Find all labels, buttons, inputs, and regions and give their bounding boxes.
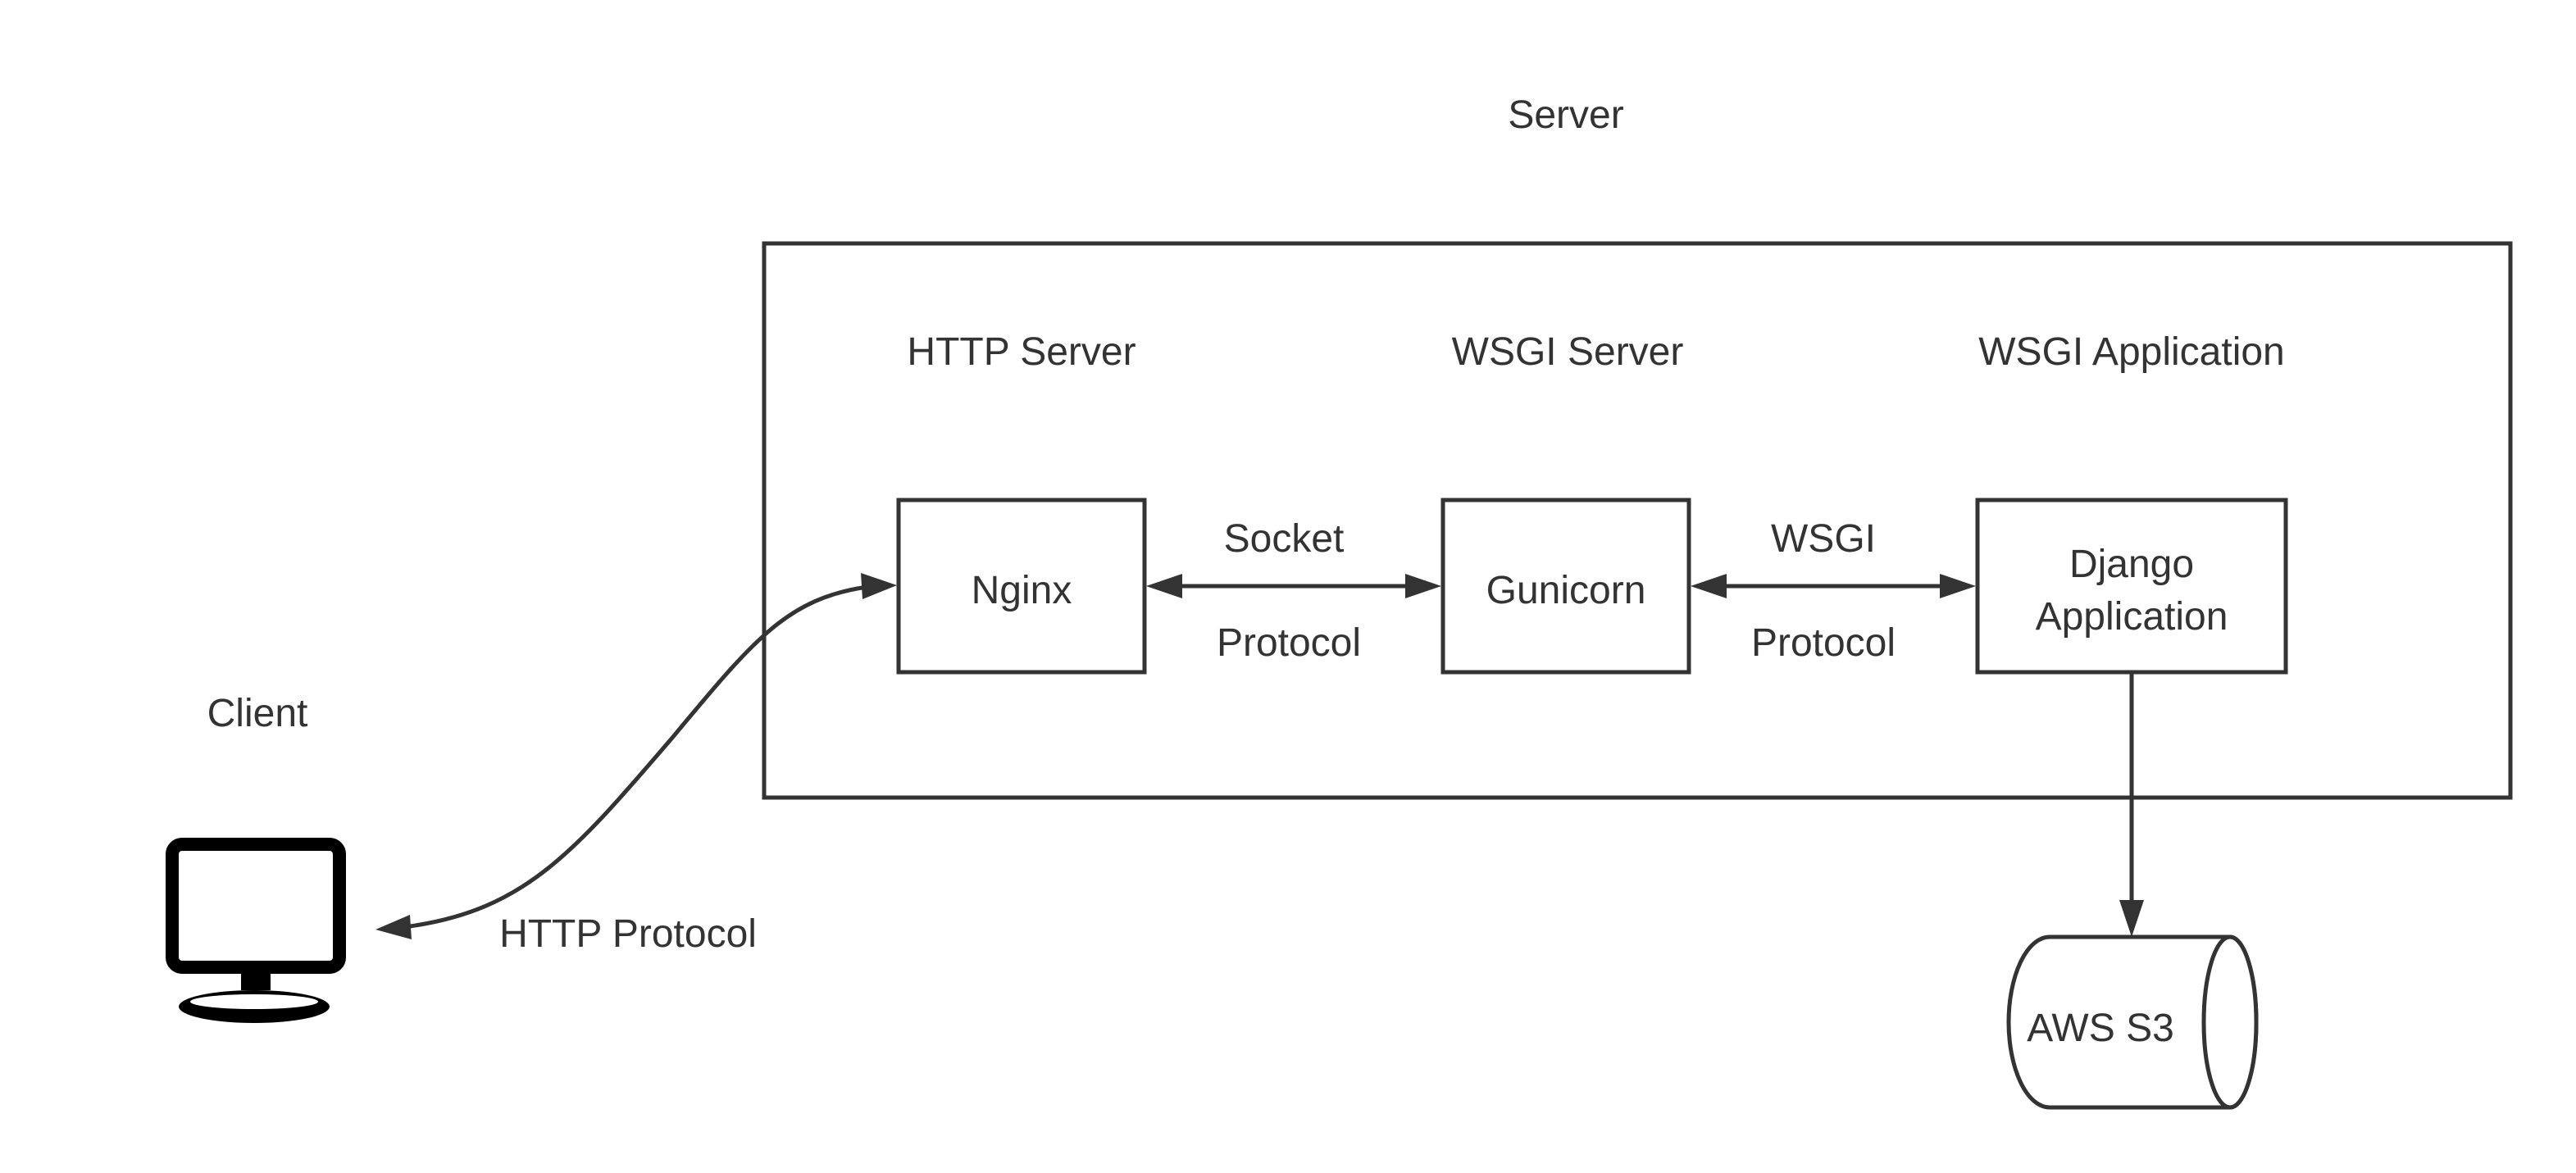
aws-s3-cylinder bbox=[2006, 934, 2259, 1110]
socket-edge-label-bottom: Protocol bbox=[1216, 621, 1362, 665]
server-title: Server bbox=[1508, 93, 1624, 137]
gunicorn-label: Gunicorn bbox=[1486, 569, 1646, 612]
gunicorn-box bbox=[1440, 498, 1691, 675]
socket-edge-label-top: Socket bbox=[1223, 517, 1345, 561]
django-to-s3-arrow bbox=[2119, 672, 2144, 937]
django-label: Django Application bbox=[2036, 539, 2228, 643]
wsgi-edge-label-top: WSGI bbox=[1771, 517, 1876, 561]
django-box bbox=[1975, 498, 2288, 675]
monitor-icon bbox=[166, 838, 346, 1023]
nginx-label: Nginx bbox=[971, 569, 1072, 612]
wsgi-protocol-arrow bbox=[1691, 574, 1976, 598]
http-protocol-curve bbox=[375, 573, 897, 939]
socket-protocol-arrow bbox=[1146, 574, 1441, 598]
wsgi-application-label: WSGI Application bbox=[1978, 330, 2285, 374]
wsgi-server-label: WSGI Server bbox=[1451, 330, 1684, 374]
server-container bbox=[762, 241, 2513, 800]
aws-s3-label: AWS S3 bbox=[2027, 1007, 2174, 1050]
django-label-line2: Application bbox=[2035, 595, 2228, 639]
nginx-box bbox=[896, 498, 1147, 675]
wsgi-edge-label-bottom: Protocol bbox=[1750, 621, 1896, 665]
http-server-label: HTTP Server bbox=[907, 330, 1136, 374]
http-protocol-label: HTTP Protocol bbox=[499, 912, 757, 956]
django-label-line1: Django bbox=[2069, 543, 2195, 586]
client-label: Client bbox=[207, 692, 308, 735]
